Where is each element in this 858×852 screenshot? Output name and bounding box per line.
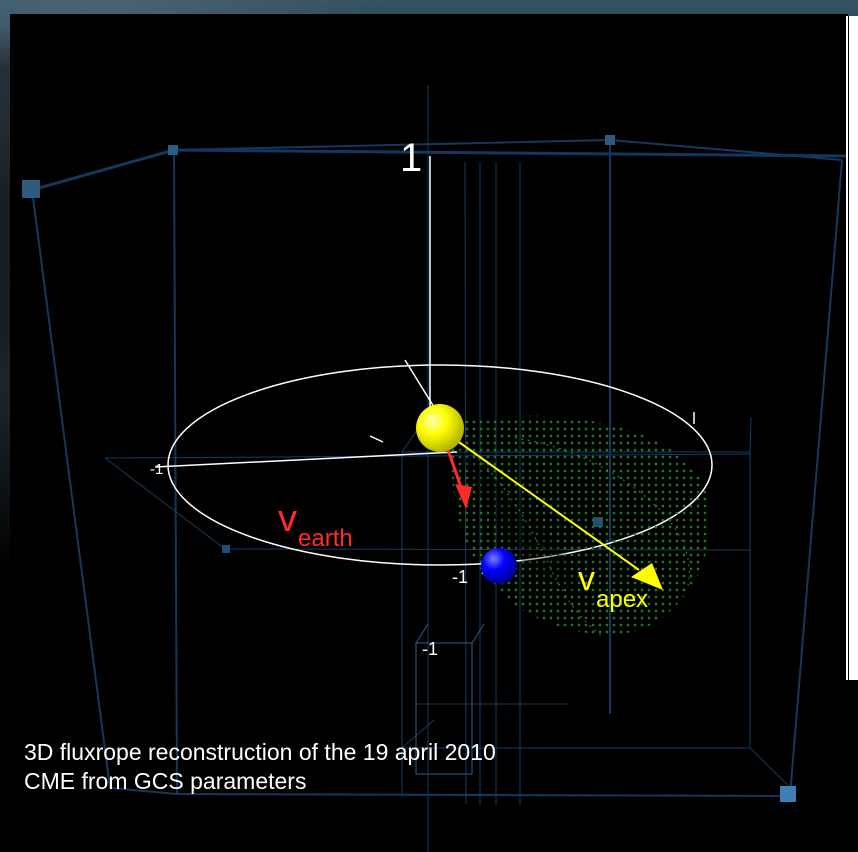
render-viewport: v earth v apex 1 -1 -1 -1 bbox=[10, 14, 848, 852]
right-side-panel-border bbox=[848, 16, 849, 680]
scene-svg bbox=[22, 85, 848, 852]
apex-velocity-label: v bbox=[578, 560, 595, 598]
axis-bottom-label: -1 bbox=[422, 639, 439, 659]
apex-velocity-subscript: apex bbox=[596, 586, 649, 613]
caption-line-2: CME from GCS parameters bbox=[24, 768, 307, 794]
figure-caption: 3D fluxrope reconstruction of the 19 apr… bbox=[24, 738, 784, 796]
bounding-box-lines bbox=[22, 85, 848, 852]
earth-sphere-icon bbox=[481, 548, 517, 584]
earth-velocity-subscript: earth bbox=[298, 525, 353, 552]
earth-vector-arrow bbox=[444, 443, 472, 509]
sun-sphere-icon bbox=[416, 404, 464, 452]
right-side-panel bbox=[846, 16, 858, 680]
apex-vector-arrow bbox=[455, 439, 663, 590]
caption-line-1: 3D fluxrope reconstruction of the 19 apr… bbox=[24, 739, 496, 765]
ring-marker-label: -1 bbox=[150, 461, 164, 478]
earth-velocity-label: v bbox=[278, 498, 297, 540]
axis-top-label: 1 bbox=[400, 136, 423, 180]
axis-mid-label: -1 bbox=[452, 567, 469, 587]
